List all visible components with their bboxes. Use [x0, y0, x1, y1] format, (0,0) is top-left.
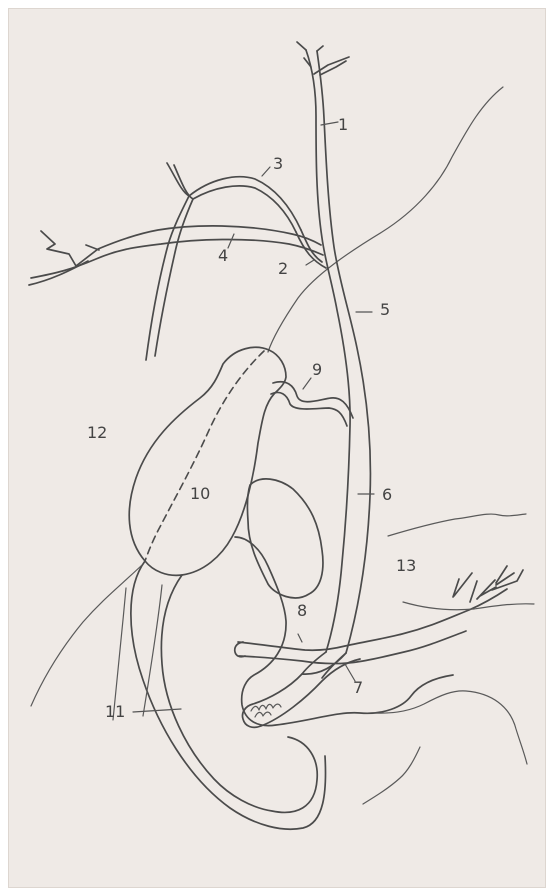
right-contour-3	[373, 691, 527, 764]
pancreatic-duct-lower	[239, 631, 466, 664]
label-2: 2	[278, 259, 288, 278]
label-8: 8	[297, 601, 307, 620]
duct-3-lower-branch	[146, 196, 189, 360]
left-contour	[31, 565, 142, 706]
duodenum-inner	[161, 575, 317, 812]
cystic-duct-upper	[273, 382, 353, 418]
label-6: 6	[382, 485, 392, 504]
lower-right-contour	[363, 747, 420, 804]
label-7: 7	[353, 678, 363, 697]
pancreatic-branches	[453, 566, 523, 602]
duct-4-fork	[29, 245, 99, 285]
label-10: 10	[190, 484, 210, 503]
common-hepatic-duct-left	[306, 50, 350, 652]
leader-8	[298, 634, 302, 642]
left-contour-faint	[113, 585, 162, 720]
gallbladder-dashed-line	[145, 351, 264, 561]
label-12: 12	[87, 423, 107, 442]
label-5: 5	[380, 300, 390, 319]
label-11: 11	[105, 702, 125, 721]
label-4: 4	[218, 246, 228, 265]
duct-3-left	[167, 163, 301, 230]
label-3: 3	[273, 154, 283, 173]
leader-9	[303, 378, 311, 389]
leader-2	[306, 260, 314, 265]
right-contour-2	[403, 602, 534, 610]
papilla-folds	[251, 704, 281, 717]
label-1: 1	[338, 115, 348, 134]
right-contour-1	[388, 514, 526, 536]
duct-3-right	[174, 165, 296, 232]
leader-3	[262, 167, 270, 176]
label-13: 13	[396, 556, 416, 575]
pancreas-body	[247, 479, 323, 598]
pancreatic-duct-upper	[238, 589, 507, 650]
leader-11	[133, 709, 181, 712]
label-9: 9	[312, 360, 322, 379]
pancreatic-duct-cap	[235, 642, 245, 657]
leader-4	[228, 234, 234, 248]
